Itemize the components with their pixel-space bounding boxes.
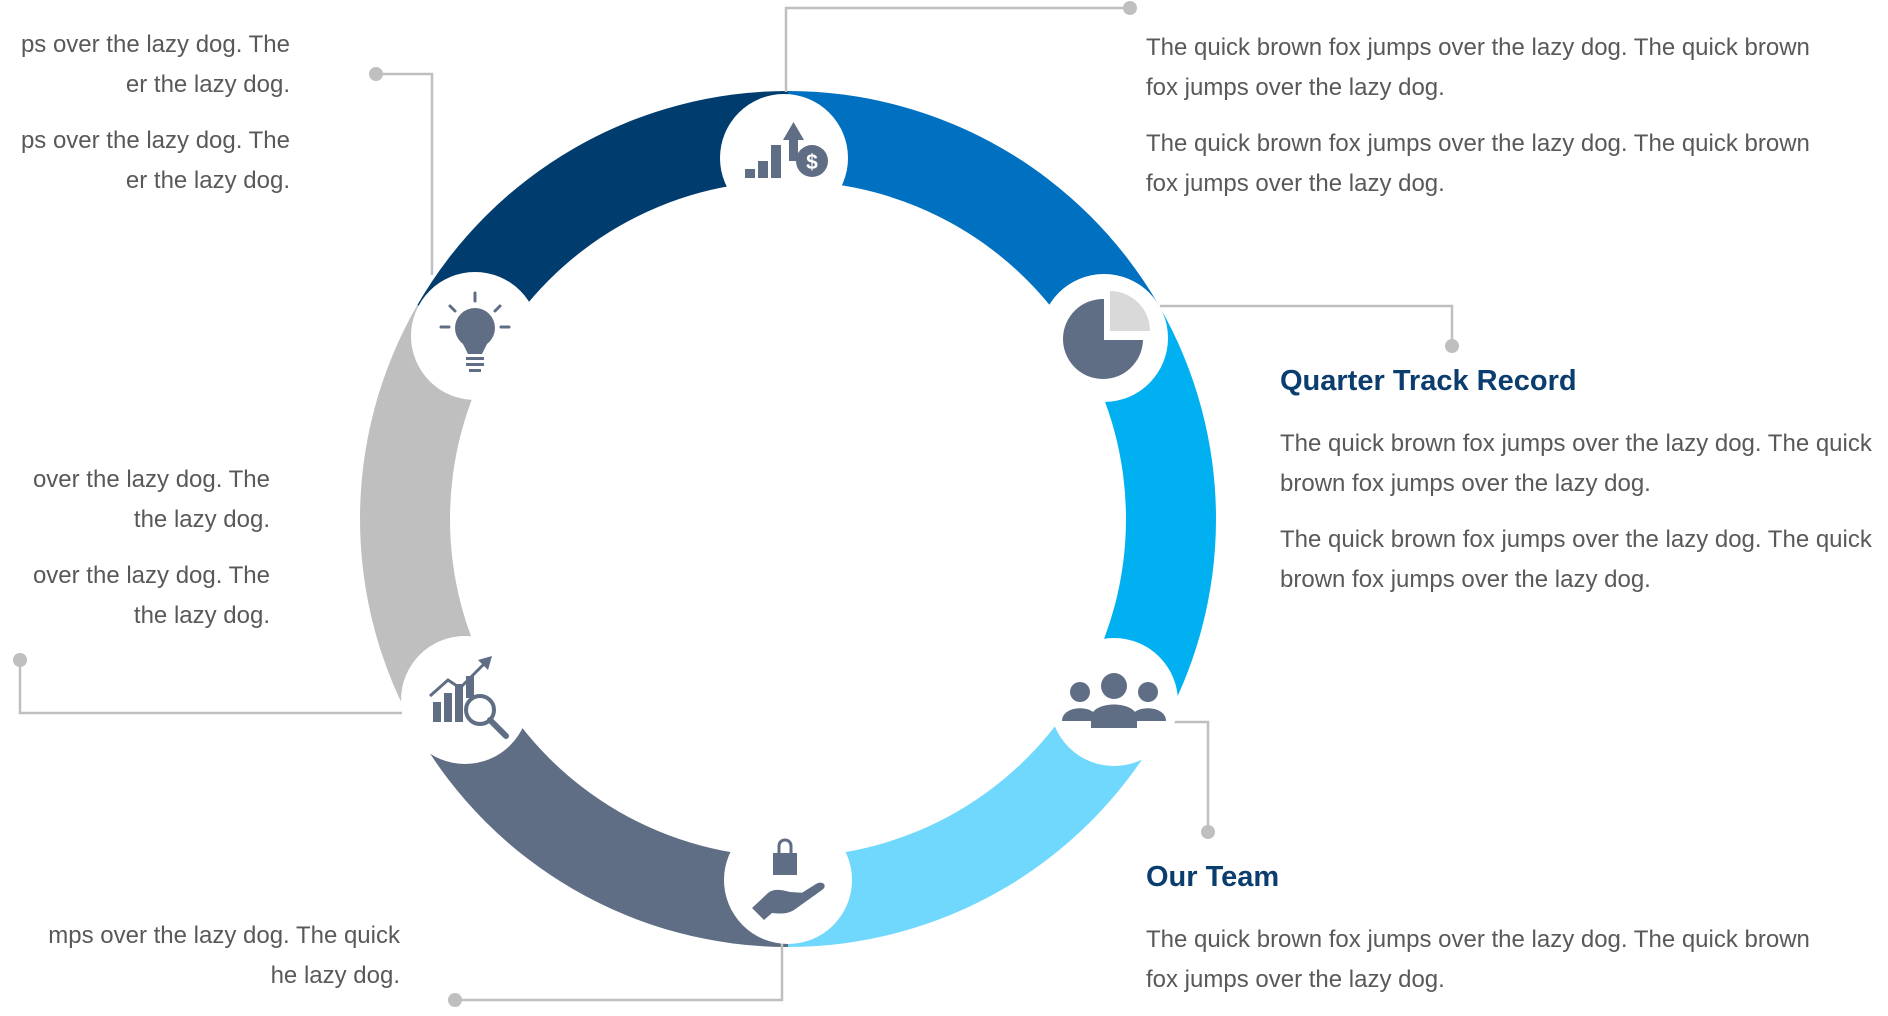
block-paragraph: over the lazy dog. The the lazy dog. — [32, 466, 270, 533]
text-block-bottom-left: mps over the lazy dog. The quick he lazy… — [0, 916, 400, 1012]
segment-right — [1080, 305, 1216, 733]
connector-dot-lower-right — [1201, 825, 1215, 839]
pie-chart-icon — [1062, 291, 1150, 380]
text-block-top-right: The quick brown fox jumps over the lazy … — [1146, 28, 1846, 220]
node-circle — [1050, 638, 1178, 766]
block-paragraph: The quick brown fox jumps over the lazy … — [1146, 130, 1810, 197]
block-paragraph: The quick brown fox jumps over the lazy … — [1146, 34, 1810, 101]
connector-lower-left — [18, 660, 402, 715]
segment-left — [359, 305, 496, 733]
connector-bottom — [455, 932, 784, 1002]
text-block-top-left: ps over the lazy dog. The er the lazy do… — [0, 25, 290, 217]
block-title: Our Team — [1146, 861, 1280, 893]
ring-segments — [359, 91, 1216, 947]
connector-upper-left — [376, 72, 434, 275]
node-circle — [401, 636, 529, 764]
segment-bottom-left — [417, 688, 788, 947]
block-paragraph: The quick brown fox jumps over the lazy … — [1280, 430, 1872, 497]
hand-shopping-bag-icon — [752, 838, 825, 920]
text-block-quarter-track-record: Quarter Track Record The quick brown fox… — [1280, 364, 1888, 616]
connector-dot-top — [1123, 1, 1137, 15]
node-upper-left — [411, 272, 539, 400]
node-top: $ — [720, 94, 848, 222]
block-paragraph: ps over the lazy dog. The er the lazy do… — [20, 127, 290, 194]
connector-dot-upper-left — [369, 67, 383, 81]
bar-chart-dollar-icon: $ — [745, 122, 828, 178]
growth-chart-magnifier-icon — [429, 656, 509, 739]
block-paragraph: The quick brown fox jumps over the lazy … — [1280, 526, 1872, 593]
team-icon — [1062, 673, 1166, 728]
text-block-mid-left: over the lazy dog. The the lazy dog. ove… — [0, 460, 270, 652]
segment-top-right — [788, 91, 1159, 350]
node-bottom — [724, 816, 852, 944]
node-circle — [724, 816, 852, 944]
connector-lower-right — [1166, 720, 1210, 832]
block-paragraph: mps over the lazy dog. The quick he lazy… — [48, 922, 400, 989]
connector-dot-lower-left — [13, 653, 27, 667]
text-block-our-team: Our Team The quick brown fox jumps over … — [1146, 860, 1846, 1016]
node-upper-right — [1040, 274, 1168, 402]
block-paragraph: over the lazy dog. The the lazy dog. — [32, 562, 270, 629]
light-bulb-icon — [439, 291, 511, 372]
svg-text:$: $ — [806, 151, 818, 174]
node-circle — [720, 94, 848, 222]
connector-dot-upper-right — [1445, 339, 1459, 353]
node-lower-left — [401, 636, 529, 764]
node-lower-right — [1050, 638, 1178, 766]
connector-dots — [13, 1, 1459, 1007]
block-paragraph: ps over the lazy dog. The er the lazy do… — [20, 31, 290, 98]
connector-dot-bottom — [448, 993, 462, 1007]
segment-bottom-right — [788, 688, 1159, 947]
connector-lines — [18, 6, 1454, 1002]
block-title: Quarter Track Record — [1280, 365, 1577, 397]
connector-upper-right — [1160, 304, 1454, 346]
block-paragraph: The quick brown fox jumps over the lazy … — [1146, 926, 1810, 993]
connector-top — [784, 6, 1130, 92]
